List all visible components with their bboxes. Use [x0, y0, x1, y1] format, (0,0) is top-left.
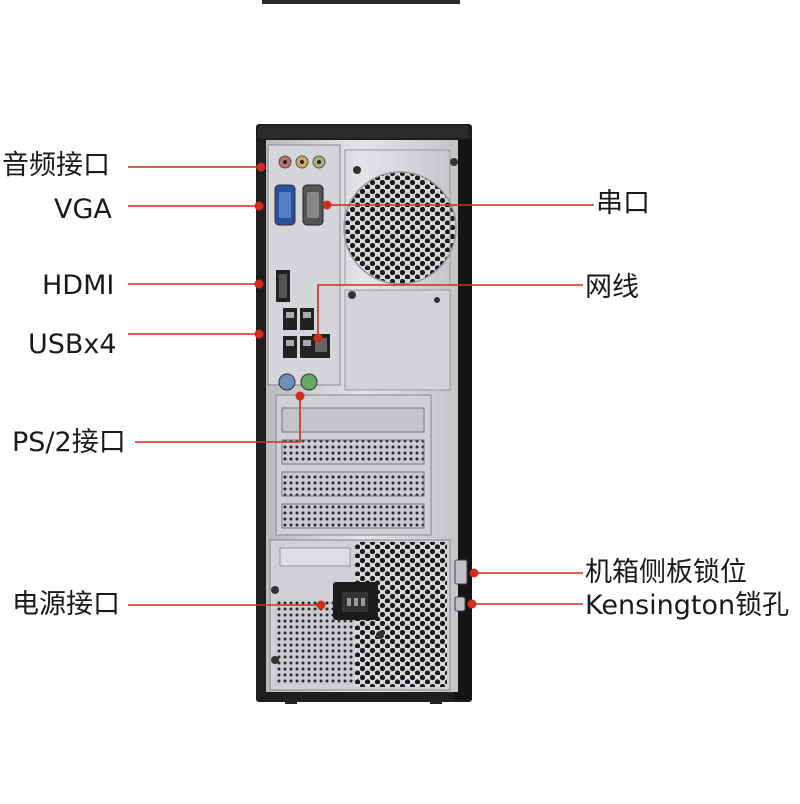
screw — [271, 586, 279, 594]
chassis-foot — [285, 698, 297, 704]
side-panel-lock — [454, 559, 468, 585]
usb-ports — [283, 308, 314, 358]
label-kensington: Kensington锁孔 — [585, 590, 790, 621]
leader-ps2 — [135, 396, 301, 443]
hdmi-port — [276, 270, 290, 302]
leader-serial-dot — [322, 200, 332, 210]
leader-audio-dot — [256, 162, 266, 172]
screw — [450, 158, 458, 166]
label-usb: USBx4 — [28, 329, 117, 360]
leader-kensington-dot — [467, 599, 477, 609]
callout-leaders — [128, 162, 594, 610]
label-lan: 网线 — [585, 272, 639, 303]
screw — [353, 166, 361, 174]
kensington-slot — [454, 596, 466, 612]
vga-port — [274, 184, 296, 226]
label-power: 电源接口 — [12, 589, 120, 620]
screw — [348, 291, 356, 299]
leader-lan-dot — [313, 333, 323, 343]
chassis-top-bar — [258, 126, 468, 138]
fan-grill — [343, 171, 457, 285]
leader-hdmi-dot — [254, 279, 264, 289]
leader-lan — [317, 284, 583, 335]
expansion-slots — [275, 394, 432, 536]
power-socket — [333, 582, 378, 620]
leader-ps2-dot — [295, 391, 305, 401]
label-side-lock: 机箱侧板锁位 — [585, 557, 747, 588]
label-ps2: PS/2接口 — [12, 427, 126, 458]
label-audio: 音频接口 — [2, 150, 110, 181]
plate-detail-lower — [344, 289, 451, 391]
chassis-foot — [430, 698, 442, 704]
label-hdmi: HDMI — [42, 270, 115, 301]
top-edge-object — [262, 0, 460, 4]
serial-port — [302, 184, 324, 226]
label-vga: VGA — [54, 194, 112, 225]
leader-vga-dot — [254, 201, 264, 211]
leader-power-dot — [316, 600, 326, 610]
screw — [271, 656, 279, 664]
leader-usb-dot — [254, 329, 264, 339]
screw — [434, 297, 440, 303]
leader-side-lock-dot — [469, 568, 479, 578]
audio-jacks — [278, 155, 326, 169]
label-serial: 串口 — [596, 188, 650, 219]
ps2-ports — [278, 373, 318, 391]
screw — [376, 631, 384, 639]
